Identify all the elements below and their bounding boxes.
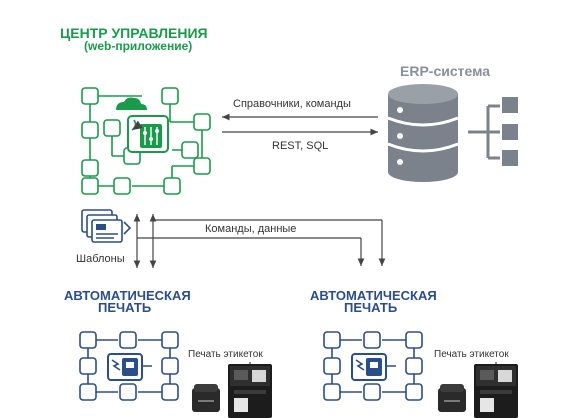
print-node-2-caption: Печать этикеток (434, 349, 509, 360)
print-node-1-caption: Печать этикеток (188, 349, 263, 360)
rest-sql-label: REST, SQL (272, 140, 328, 152)
print-node-2-printers-icon (438, 364, 518, 418)
control-center-title: ЦЕНТР УПРАВЛЕНИЯ (60, 25, 208, 41)
erp-block: ERP-система (387, 63, 518, 182)
print-node-2: АВТОМАТИЧЕСКАЯ ПЕЧАТЬ Печать этикеток (310, 288, 518, 418)
templates-block: Шаблоны (76, 209, 132, 265)
print-node-2-title-line1: АВТОМАТИЧЕСКАЯ (310, 288, 437, 303)
print-node-1-title-line2: ПЕЧАТЬ (98, 300, 151, 315)
erp-branch-icon (468, 97, 518, 166)
erp-title: ERP-система (400, 63, 490, 79)
print-node-2-title-line2: ПЕЧАТЬ (344, 300, 397, 315)
print-node-2-network-icon (323, 331, 423, 401)
cc-erp-connection: Справочники, команды REST, SQL (222, 98, 378, 152)
control-center-network-icon (82, 88, 210, 194)
database-icon (387, 84, 459, 182)
templates-icon (81, 209, 132, 243)
print-node-1-printers-icon (192, 364, 272, 418)
commands-data-label: Команды, данные (205, 223, 296, 235)
print-node-1-title-line1: АВТОМАТИЧЕСКАЯ (64, 288, 191, 303)
control-center-block: ЦЕНТР УПРАВЛЕНИЯ (web-приложение) (60, 25, 210, 194)
print-node-1-network-icon (79, 331, 179, 401)
print-node-1: АВТОМАТИЧЕСКАЯ ПЕЧАТЬ Печать этикеток (64, 288, 272, 418)
control-center-subtitle: (web-приложение) (84, 39, 192, 53)
templates-label: Шаблоны (76, 253, 125, 265)
cc-down-connections (133, 214, 386, 268)
directories-commands-label: Справочники, команды (233, 98, 351, 110)
